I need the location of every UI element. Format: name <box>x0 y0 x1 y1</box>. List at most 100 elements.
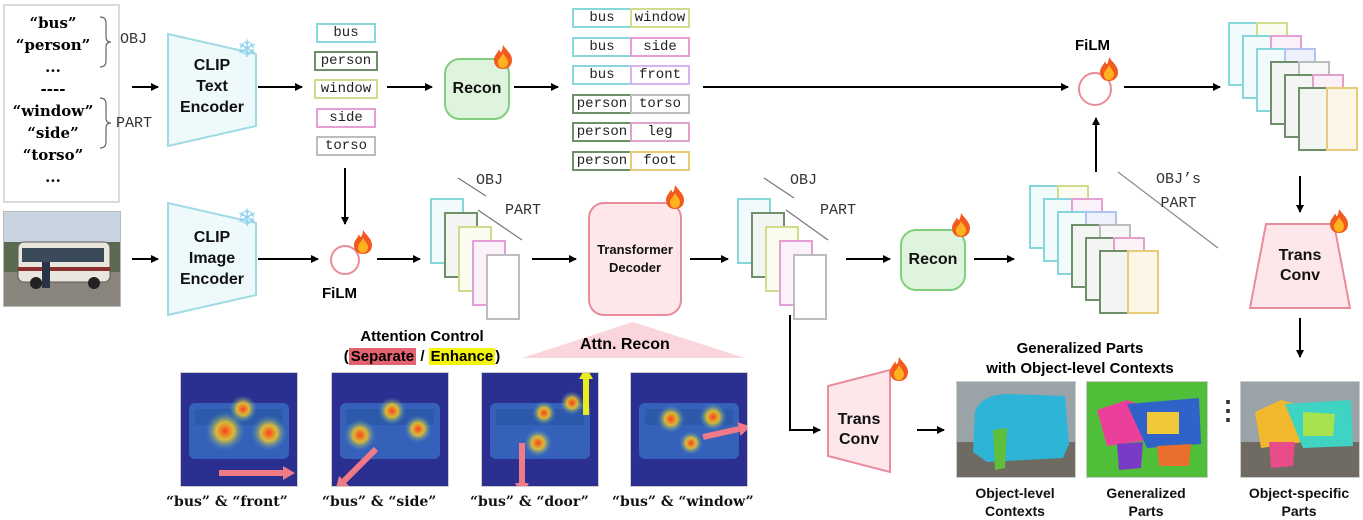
attention-control-title: Attention Control (Separate / Enhance) <box>334 327 510 367</box>
object-level-illustration <box>957 382 1075 477</box>
transconv-label-line: Trans <box>837 411 881 428</box>
enhance-highlight: Enhance <box>428 348 496 365</box>
recon-module-top: Recon <box>444 58 510 120</box>
pair-part-token: leg <box>630 122 690 142</box>
pair-part-token: torso <box>630 93 690 114</box>
part-bracket <box>99 97 112 149</box>
paren-close: ) <box>495 348 501 365</box>
token-torso: torso <box>316 136 376 156</box>
generalized-illustration <box>1087 382 1207 477</box>
attention-title-text: Attention Control <box>360 328 484 345</box>
encoder-label-line: Encoder <box>179 271 244 288</box>
object-level-caption: Object-level Contexts <box>952 484 1078 520</box>
part-tag-line-2 <box>785 209 829 241</box>
separator: ---- <box>40 80 66 98</box>
feature-card <box>486 254 520 320</box>
part-word: “window” <box>12 102 94 120</box>
trans-conv-bottom: Trans Conv <box>826 410 892 450</box>
flame-icon <box>890 357 908 381</box>
feature-card <box>1298 87 1330 151</box>
recon-module-mid: Recon <box>900 229 966 291</box>
object-level-panel <box>956 381 1076 478</box>
part-tag-line-1 <box>477 209 523 241</box>
part-tag: PART <box>116 115 153 132</box>
pair-obj-token: bus <box>572 36 632 57</box>
caption-line: Contexts <box>985 503 1045 519</box>
attention-heatmap <box>331 372 449 487</box>
film-node-left <box>330 245 360 275</box>
obj-tag-features-2: OBJ <box>790 172 818 189</box>
arrow-features-to-bottom-transconv <box>789 315 821 434</box>
attention-heatmap <box>630 372 748 487</box>
decoder-label-line: Transformer <box>597 242 673 257</box>
attention-caption: “bus” & “door” <box>470 494 589 510</box>
obj-tag-features-1: OBJ <box>476 172 504 189</box>
pair-obj-token: person <box>572 93 632 114</box>
part-ellipsis: ... <box>45 168 61 186</box>
pair-part-token: foot <box>630 150 690 171</box>
flame-icon <box>1330 209 1348 233</box>
trans-conv-right: Trans Conv <box>1248 246 1352 286</box>
transconv-label-line: Trans <box>1278 247 1322 264</box>
encoder-label-line: Encoder <box>179 99 244 116</box>
token-bus: bus <box>316 23 376 43</box>
part-tag-features-2: PART <box>820 202 857 219</box>
encoder-label-line: Text <box>196 78 228 95</box>
pair-part-token: window <box>630 8 690 28</box>
caption-line: Object-level <box>975 485 1055 501</box>
clip-text-encoder: CLIP Text Encoder <box>166 55 258 118</box>
transformer-decoder: Transformer Decoder <box>588 202 682 316</box>
attention-caption: “bus” & “window” <box>612 494 754 510</box>
pair-obj-token: person <box>572 150 632 171</box>
objs-part-tag: OBJ’s PART <box>1156 168 1201 216</box>
part-tag-features-1: PART <box>505 202 542 219</box>
objs-part-line: OBJ’s <box>1156 171 1202 188</box>
generalized-parts-title: Generalized Parts with Object-level Cont… <box>945 339 1215 379</box>
object-specific-panel <box>1240 381 1360 478</box>
token-window: window <box>314 79 378 99</box>
paren-open: ( <box>343 348 349 365</box>
trans-conv-bottom-shape <box>827 368 891 474</box>
feature-card <box>1127 250 1159 314</box>
obj-word: “person” <box>15 36 91 54</box>
attention-heatmap <box>180 372 298 487</box>
objs-part-tag-line <box>1117 171 1219 249</box>
caption-line: Generalized <box>1106 485 1186 501</box>
obj-tag-line-1 <box>457 177 487 197</box>
film-label-right: FiLM <box>1075 37 1110 54</box>
caption-line: Parts <box>1128 503 1164 519</box>
objs-part-line: PART <box>1160 195 1197 212</box>
attention-heatmap <box>481 372 599 487</box>
panel-ellipsis: ⋮ <box>1215 395 1241 425</box>
flame-icon <box>354 230 372 254</box>
pair-obj-token: bus <box>572 8 632 28</box>
film-label-left: FiLM <box>322 285 357 302</box>
obj-bracket <box>99 16 112 68</box>
clip-image-encoder-shape <box>167 201 257 317</box>
flame-icon <box>952 213 970 237</box>
attention-caption: “bus” & “front” <box>166 494 288 510</box>
trans-conv-right-shape <box>1248 223 1352 309</box>
obj-word: “bus” <box>29 14 77 32</box>
part-word: “side” <box>27 124 79 142</box>
clip-text-encoder-shape <box>167 32 257 148</box>
token-side: side <box>316 108 376 128</box>
flame-icon <box>1100 57 1118 81</box>
object-specific-caption: Object-specific Parts <box>1232 484 1363 520</box>
text-input-box <box>3 4 120 203</box>
attn-recon-label: Attn. Recon <box>580 336 670 353</box>
caption-line: Parts <box>1281 503 1317 519</box>
pair-part-token: front <box>630 65 690 85</box>
decoder-label-line: Decoder <box>608 260 662 275</box>
feature-card <box>1326 87 1358 151</box>
attention-caption: “bus” & “side” <box>322 494 437 510</box>
input-bus-photo <box>3 211 121 307</box>
text-input-list: “bus” “person” ... ---- “window” “side” … <box>4 12 102 188</box>
flame-icon <box>494 45 512 69</box>
flame-icon <box>666 185 684 209</box>
generalized-caption: Generalized Parts <box>1083 484 1209 520</box>
feature-card <box>793 254 827 320</box>
pair-part-token: side <box>630 36 690 57</box>
clip-image-encoder: CLIP Image Encoder <box>166 227 258 290</box>
